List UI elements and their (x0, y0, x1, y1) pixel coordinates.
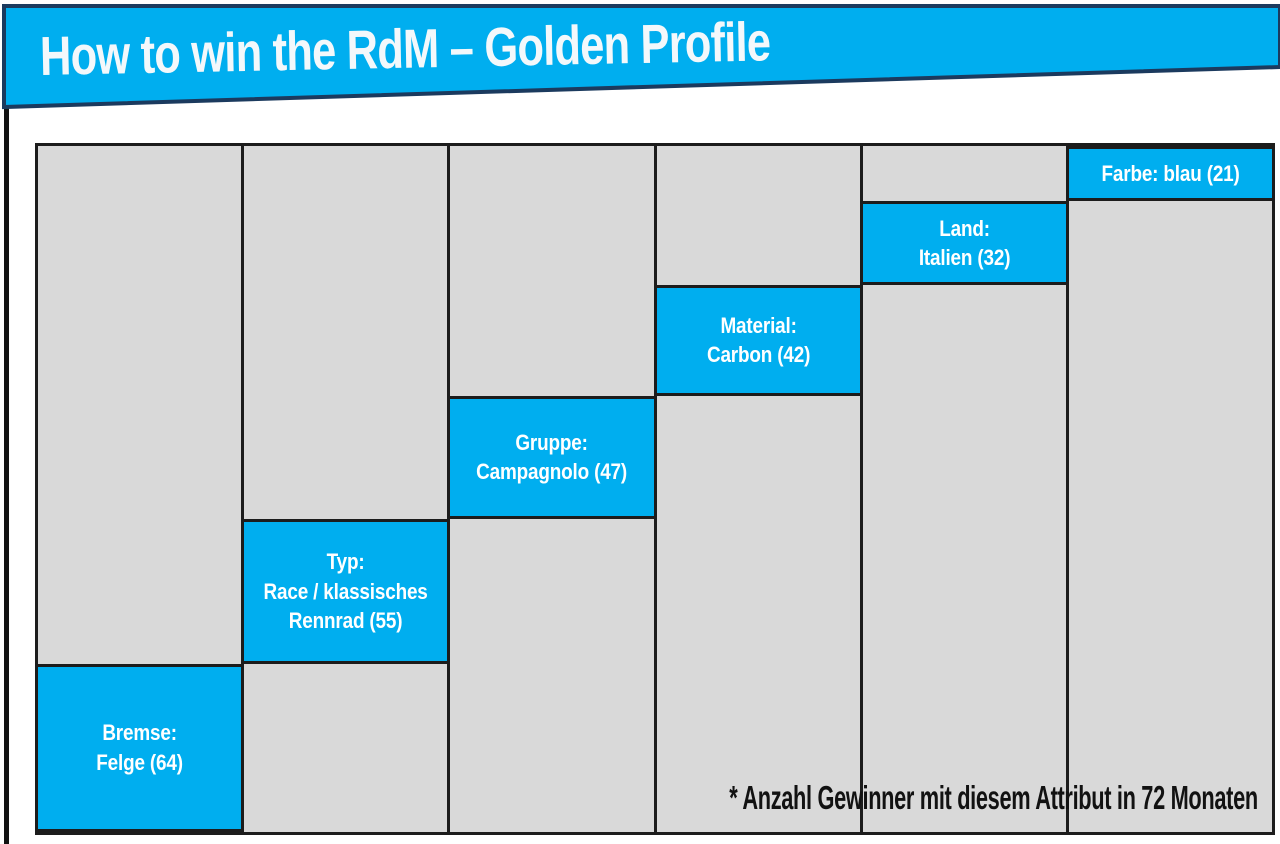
footnote: * Anzahl Gewinner mit diesem Attribut in… (729, 779, 1258, 816)
profile-cell-farbe: Farbe: blau (21) (1068, 146, 1273, 202)
column-gruppe: Gruppe: Campagnolo (47) (450, 146, 657, 832)
profile-cell-typ: Typ: Race / klassisches Rennrad (55) (244, 519, 448, 664)
cell-label-material: Material: Carbon (42) (706, 312, 810, 368)
cell-label-farbe: Farbe: blau (21) (1101, 160, 1240, 186)
page-left-border (4, 5, 9, 844)
profile-cell-bremse: Bremse: Felge (64) (38, 663, 242, 832)
column-bremse: Bremse: Felge (64) (38, 146, 245, 832)
cell-label-land: Land: Italien (32) (918, 215, 1011, 271)
title-banner-ribbon (1, 4, 1280, 110)
cell-label-typ: Typ: Race / klassisches Rennrad (55) (263, 548, 428, 634)
profile-cell-gruppe: Gruppe: Campagnolo (47) (450, 395, 654, 520)
profile-grid: Bremse: Felge (64) Typ: Race / klassisch… (35, 143, 1275, 835)
cell-label-gruppe: Gruppe: Campagnolo (47) (476, 429, 628, 485)
banner-shape (1, 4, 1280, 110)
column-land: Land: Italien (32) (862, 146, 1069, 832)
profile-cell-material: Material: Carbon (42) (656, 285, 860, 396)
cell-label-bremse: Bremse: Felge (64) (96, 720, 183, 775)
profile-cell-land: Land: Italien (32) (862, 201, 1066, 286)
column-material: Material: Carbon (42) (656, 146, 863, 832)
column-typ: Typ: Race / klassisches Rennrad (55) (244, 146, 451, 832)
column-farbe: Farbe: blau (21) (1068, 146, 1273, 832)
page-title: How to win the RdM – Golden Profile (39, 10, 771, 87)
